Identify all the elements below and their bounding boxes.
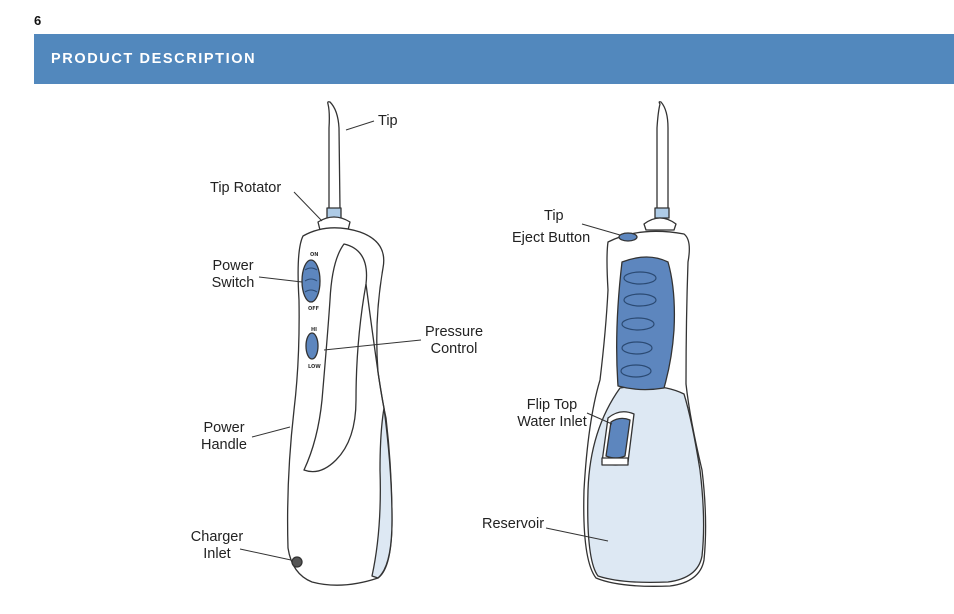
- switch-mark-on: ON: [310, 252, 318, 258]
- charger-inlet: [291, 556, 303, 568]
- label-flip-top-line1: Flip Top: [526, 397, 578, 413]
- switch-mark-low: LOW: [308, 364, 321, 370]
- label-charger-inlet-line1: Charger: [190, 529, 244, 545]
- back-reservoir: [587, 385, 705, 584]
- label-pressure-control: Pressure Control: [422, 324, 486, 358]
- label-power-switch-line2: Switch: [211, 275, 255, 291]
- section-banner: PRODUCT DESCRIPTION: [34, 34, 954, 84]
- back-leader-lines: [545, 223, 621, 542]
- front-reservoir-side: [371, 407, 393, 579]
- switch-mark-hi: HI: [311, 327, 317, 333]
- pressure-control: [305, 332, 319, 360]
- page-number: 6: [34, 13, 42, 28]
- section-title: PRODUCT DESCRIPTION: [51, 51, 257, 67]
- label-flip-top-line2: Water Inlet: [517, 414, 587, 430]
- label-power-switch-line1: Power: [212, 258, 254, 274]
- front-leader-lines: [239, 120, 422, 561]
- back-grip-panel: [616, 256, 676, 391]
- label-tip-eject-line1: Tip: [544, 208, 564, 224]
- label-flip-top-water-inlet: Flip Top Water Inlet: [512, 397, 592, 431]
- label-tip: Tip: [378, 113, 398, 129]
- label-power-handle-line1: Power: [203, 420, 245, 436]
- front-grip-contour: [303, 243, 368, 473]
- label-power-switch: Power Switch: [203, 258, 263, 292]
- tip-eject-button: [618, 232, 638, 242]
- front-view-flosser: [286, 101, 393, 586]
- label-charger-inlet: Charger Inlet: [186, 529, 248, 563]
- front-tip: [327, 101, 341, 211]
- label-power-handle: Power Handle: [194, 420, 254, 454]
- back-view-flosser: [583, 101, 707, 587]
- switch-mark-off: OFF: [308, 306, 319, 312]
- label-pressure-control-line2: Control: [430, 341, 478, 357]
- back-tip: [656, 101, 669, 211]
- label-power-handle-line2: Handle: [201, 437, 247, 453]
- power-switch: [301, 259, 321, 303]
- label-tip-eject-line2: Eject Button: [512, 230, 591, 246]
- label-pressure-control-line1: Pressure: [424, 324, 484, 340]
- label-reservoir: Reservoir: [482, 516, 545, 532]
- label-charger-inlet-line2: Inlet: [203, 546, 231, 562]
- label-tip-rotator: Tip Rotator: [210, 180, 282, 196]
